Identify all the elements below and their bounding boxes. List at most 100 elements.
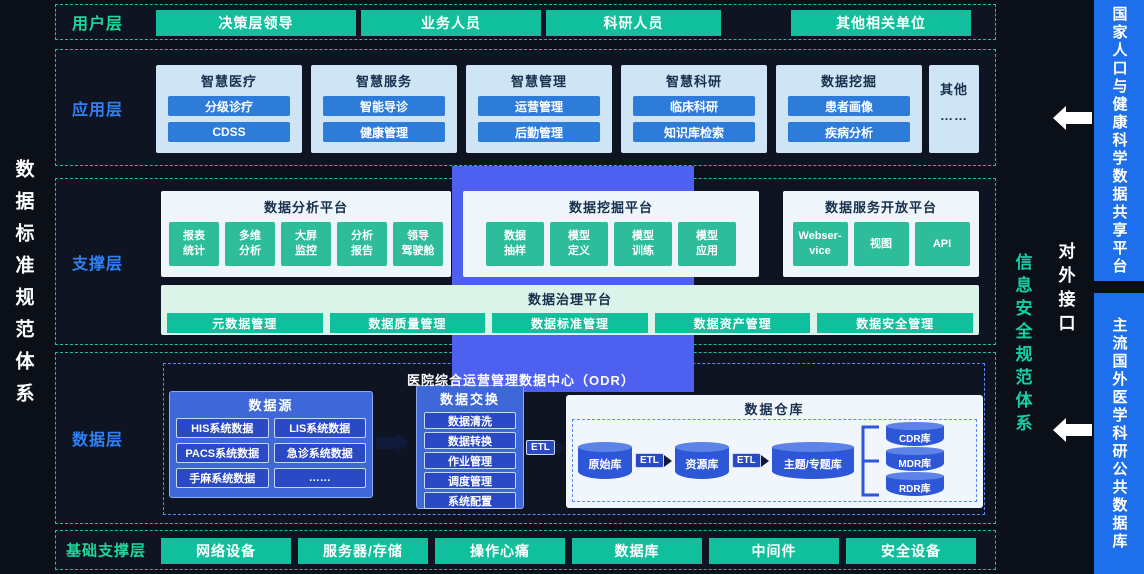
app-chip: 分级诊疗 (168, 96, 290, 116)
data-layer: 数据层 医院综合运营管理数据中心（ODR） 数据源 HIS系统数据 LIS系统数… (55, 352, 996, 524)
security-rail-title: 信息安全规范体系 (1012, 253, 1032, 437)
inbound-arrow-bottom (1053, 418, 1092, 442)
platform-chip: 大屏 监控 (281, 222, 331, 266)
infra-item-os: 操作心痛 (435, 538, 565, 564)
interface-rail-title: 对外接口 (1055, 242, 1075, 338)
data-exchange-panel: 数据交换 数据清洗 数据转换 作业管理 调度管理 系统配置 (416, 385, 524, 509)
db-cylinder-mdr: MDR库 (885, 446, 944, 471)
data-warehouse-flow: 原始库 ETL 资源库 ETL 主题/专题库 CDR库 MDR库 RDR库 (572, 419, 977, 502)
platform-chip: 模型 定义 (550, 222, 608, 266)
app-group-title: 智慧管理 (510, 74, 567, 89)
external-platform-title-top: 国家人口与健康科学数据共享平台 (1110, 5, 1128, 276)
app-chip: 疾病分析 (788, 122, 910, 142)
app-chip: 患者画像 (788, 96, 910, 116)
db-label: RDR库 (898, 483, 931, 495)
platform-title: 数据挖掘平台 (568, 200, 653, 215)
app-chip: 临床科研 (633, 96, 755, 116)
app-group-smart-research: 智慧科研 临床科研 知识库检索 (621, 65, 767, 153)
arrow-head (663, 454, 672, 467)
arrow-head (555, 439, 566, 455)
user-group-decision: 决策层领导 (156, 10, 356, 36)
data-source-item: 急诊系统数据 (273, 443, 366, 463)
app-group-title: 其他 (939, 82, 968, 97)
governance-chip: 数据安全管理 (817, 313, 973, 333)
data-exchange-list: 数据清洗 数据转换 作业管理 调度管理 系统配置 (417, 408, 523, 513)
db-cylinder-resource: 资源库 (674, 441, 729, 479)
infra-item-middleware: 中间件 (709, 538, 839, 564)
user-group-other: 其他相关单位 (791, 10, 971, 36)
platform-chip: 多维 分析 (225, 222, 275, 266)
flow-arrow-right (376, 432, 409, 454)
data-warehouse-title: 数据仓库 (744, 402, 805, 417)
external-platform-bar-bottom: 主流国外医学科研公共数据库 (1094, 293, 1144, 574)
app-group-title: 智慧医疗 (200, 74, 257, 89)
app-group-other: 其他 …… (929, 65, 979, 153)
platform-chip: 领导 驾驶舱 (393, 222, 443, 266)
db-label: 主题/专题库 (783, 459, 842, 471)
app-layer-label: 应用层 (72, 101, 124, 119)
data-exchange-item: 作业管理 (424, 452, 516, 469)
platform-chip-row: 数据 抽样 模型 定义 模型 训练 模型 应用 (463, 222, 759, 266)
governance-title: 数据治理平台 (527, 292, 612, 307)
data-source-item: LIS系统数据 (273, 418, 366, 438)
governance-chip-row: 元数据管理 数据质量管理 数据标准管理 数据资产管理 数据安全管理 (161, 313, 979, 333)
platform-chip: 模型 训练 (614, 222, 672, 266)
data-source-title: 数据源 (248, 398, 294, 413)
app-chip: 知识库检索 (633, 122, 755, 142)
platform-chip: 报表 统计 (169, 222, 219, 266)
platform-chip: Webser- vice (792, 222, 848, 266)
app-group-smart-management: 智慧管理 运营管理 后勤管理 (466, 65, 612, 153)
external-platform-title-bottom: 主流国外医学科研公共数据库 (1110, 316, 1128, 551)
etl-label: ETL (731, 453, 761, 468)
platform-data-mining: 数据挖掘平台 数据 抽样 模型 定义 模型 训练 模型 应用 (463, 191, 759, 277)
user-layer: 用户层 决策层领导 业务人员 科研人员 其他相关单位 (55, 4, 996, 40)
left-rail-title: 数据标准规范体系 (12, 159, 34, 415)
app-chip: 智能导诊 (323, 96, 445, 116)
db-label: CDR库 (898, 433, 931, 445)
infra-item-database: 数据库 (572, 538, 702, 564)
support-layer-label: 支撑层 (72, 255, 124, 273)
interface-rail: 对外接口 (1048, 140, 1082, 440)
platform-data-service: 数据服务开放平台 Webser- vice 视图 API (783, 191, 979, 277)
data-warehouse-panel: 数据仓库 原始库 ETL 资源库 ETL 主题/专题库 CDR库 (566, 395, 983, 508)
db-cylinder-subject: 主题/专题库 (771, 441, 854, 479)
etl-label: ETL (635, 453, 664, 468)
arrow-shaft (376, 437, 396, 449)
infra-item-server: 服务器/存储 (298, 538, 428, 564)
governance-chip: 数据质量管理 (329, 313, 486, 333)
external-platform-bar-top: 国家人口与健康科学数据共享平台 (1094, 0, 1144, 281)
platform-data-governance: 数据治理平台 元数据管理 数据质量管理 数据标准管理 数据资产管理 数据安全管理 (161, 285, 979, 335)
arrow-head (760, 454, 769, 467)
data-source-grid: HIS系统数据 LIS系统数据 PACS系统数据 急诊系统数据 手麻系统数据 …… (170, 414, 372, 492)
infra-layer-label: 基础支撑层 (66, 542, 147, 560)
app-group-dots: …… (940, 108, 968, 123)
platform-chip: 数据 抽样 (486, 222, 544, 266)
etl-arrow: ETL (526, 439, 566, 455)
platform-chip-row: Webser- vice 视图 API (783, 222, 979, 266)
user-group-business: 业务人员 (361, 10, 541, 36)
platform-chip: 分析 报告 (337, 222, 387, 266)
platform-chip-row: 报表 统计 多维 分析 大屏 监控 分析 报告 领导 驾驶舱 (161, 222, 451, 266)
db-cylinder-rdr: RDR库 (885, 471, 944, 496)
db-store-stack: CDR库 MDR库 RDR库 (885, 421, 944, 496)
user-group-research: 科研人员 (546, 10, 721, 36)
app-chip: 运营管理 (478, 96, 600, 116)
inbound-arrow-top (1053, 106, 1092, 130)
data-source-item: …… (273, 468, 366, 488)
governance-chip: 数据标准管理 (492, 313, 648, 333)
app-chip: CDSS (168, 122, 290, 142)
governance-chip: 数据资产管理 (654, 313, 811, 333)
etl-mini-arrow: ETL (635, 453, 672, 468)
data-exchange-item: 系统配置 (424, 492, 516, 509)
support-layer: 支撑层 数据分析平台 报表 统计 多维 分析 大屏 监控 分析 报告 领导 驾驶… (55, 178, 996, 345)
db-cylinder-raw: 原始库 (578, 441, 632, 479)
app-layer: 应用层 智慧医疗 分级诊疗 CDSS 智慧服务 智能导诊 健康管理 智慧管理 运… (55, 49, 996, 166)
platform-title: 数据分析平台 (263, 200, 348, 215)
infra-item-network: 网络设备 (161, 538, 291, 564)
app-chip: 后勤管理 (478, 122, 600, 142)
infra-item-security: 安全设备 (846, 538, 976, 564)
db-label: 资源库 (685, 459, 719, 471)
odr-title: 医院综合运营管理数据中心（ODR） (407, 373, 635, 388)
infra-layer: 基础支撑层 网络设备 服务器/存储 操作心痛 数据库 中间件 安全设备 (55, 530, 996, 570)
